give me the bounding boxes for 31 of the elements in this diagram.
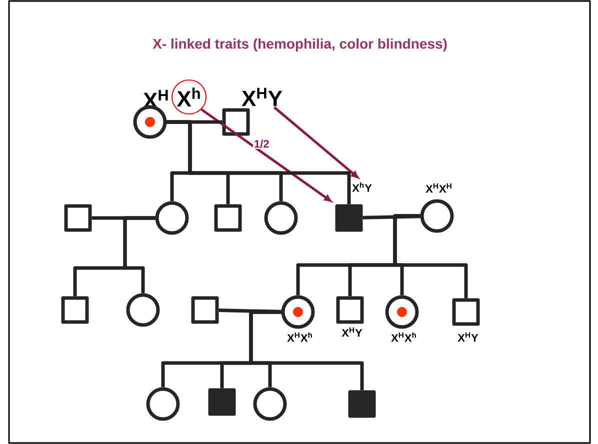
male-square	[214, 204, 242, 232]
mating-line	[362, 214, 420, 220]
female-circle	[126, 293, 160, 327]
descent-line	[249, 310, 364, 390]
arrow	[200, 108, 332, 202]
genotype-label: X$^{H}$X$^{h}$	[287, 332, 312, 342]
carrier-female-circle	[133, 105, 167, 139]
male-square	[191, 296, 219, 324]
affected-male-square	[335, 204, 363, 232]
female-circle	[155, 201, 189, 235]
male-square	[61, 296, 89, 324]
affected-male-square	[208, 388, 236, 416]
genotype-label: X$^{h}$Y	[352, 182, 372, 192]
circled-allele: X$^{h}$	[172, 80, 206, 114]
genotype-label: X$^{H}$X$^{h}$	[391, 332, 416, 342]
affected-male-square	[348, 390, 376, 418]
descent-line	[393, 214, 468, 298]
arrow	[273, 106, 358, 178]
genotype-label: X$^{H}$X$^{H}$	[426, 183, 452, 193]
descent-line	[123, 216, 156, 294]
female-circle	[253, 387, 287, 421]
male-square	[64, 204, 92, 232]
genotype-label: X$^{H}$Y	[342, 327, 362, 337]
genotype-label: X$^{H}$Y	[458, 332, 478, 342]
edge-label: 1/2	[254, 140, 269, 148]
female-circle	[146, 387, 180, 421]
descent-line	[166, 120, 351, 204]
female-circle	[264, 201, 298, 235]
male-square	[222, 108, 250, 136]
title: X- linked traits (hemophilia, color blindness)	[152, 38, 447, 52]
genotype-label: X$^{H}$Y	[242, 88, 282, 106]
